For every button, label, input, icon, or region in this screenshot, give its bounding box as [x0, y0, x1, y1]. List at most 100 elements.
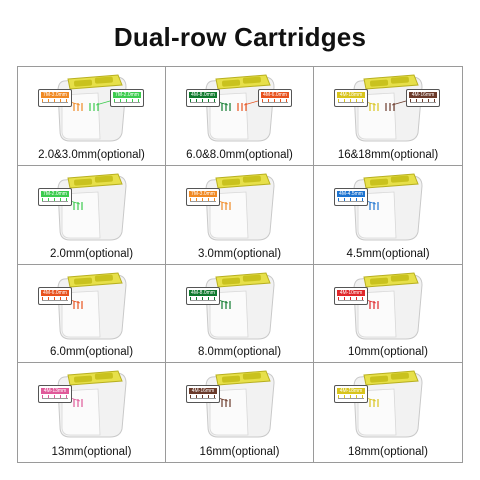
ruler-tick: [214, 395, 215, 399]
spec-tag-ruler: [410, 98, 436, 103]
spec-tag-label: 4M-16mm: [409, 92, 437, 98]
spec-tag-label: 4M-13mm: [41, 388, 69, 395]
ruler-tick: [196, 197, 197, 201]
ruler-tick: [48, 197, 49, 201]
cartridge-window-row: [222, 79, 241, 87]
spec-tag: 4M-18mm: [334, 385, 368, 404]
cartridge-cell: 2.0&3.0mm(optional) 7M-3.0mm 7M-2.0mm: [18, 67, 166, 166]
cartridge-window-row: [74, 375, 93, 383]
ruler-tick: [338, 99, 339, 102]
ruler-tick: [54, 197, 55, 201]
spec-tag-label: 4M-6.0mm: [41, 289, 69, 296]
spec-tag-ruler: [42, 197, 68, 202]
cartridge-cell: 4.5mm(optional)4M-4.5mm: [314, 166, 462, 265]
cartridge-window-row: [370, 178, 389, 186]
spec-tag-label: 4M-18mm: [337, 388, 365, 395]
cartridge-illustration: [349, 370, 423, 438]
ruler-tick: [202, 99, 203, 102]
ruler-tick: [410, 99, 411, 102]
spec-tag-ruler: [42, 296, 68, 301]
cartridge-illustration: [349, 173, 423, 241]
ruler-tick: [202, 296, 203, 300]
cartridge-cell: 6.0mm(optional)4M-6.0mm: [18, 264, 166, 364]
cartridge-window-row: [242, 274, 261, 282]
ruler-tick: [350, 395, 351, 399]
ruler-tick: [66, 99, 67, 102]
cartridge-window-row: [390, 76, 409, 84]
spec-tag-label: 4M-6.0mm: [261, 92, 289, 98]
ruler-tick: [60, 395, 61, 399]
cartridge-caption: 3.0mm(optional): [197, 247, 282, 260]
spec-tag-label: 4M-18mm: [337, 92, 365, 98]
ruler-tick: [66, 296, 67, 300]
ruler-tick: [54, 296, 55, 300]
ruler-tick: [60, 296, 61, 300]
ruler-tick: [268, 99, 269, 102]
ruler-tick: [350, 197, 351, 201]
ruler-tick: [344, 395, 345, 399]
ruler-tick: [338, 296, 339, 300]
cartridge-cell: 16mm(optional) 4M-16mm: [166, 363, 314, 462]
cartridge-cell: 2.0mm(optional)7M-2.0mm: [18, 165, 166, 265]
cartridge-illustration: [53, 271, 127, 339]
cartridge-illustration: [201, 74, 275, 142]
ruler-tick: [48, 296, 49, 300]
cartridge-illustration: [53, 173, 127, 241]
cartridge-window-row: [242, 175, 261, 183]
ruler-tick: [362, 197, 363, 201]
cartridge-caption: 16mm(optional): [199, 446, 280, 458]
cartridge-window-row: [390, 175, 409, 183]
spec-tag-ruler: [114, 98, 140, 103]
spec-tag-label: 7M-3.0mm: [41, 92, 69, 98]
page-title: Dual-row Cartridges: [113, 22, 367, 52]
ruler-tick: [338, 197, 339, 201]
ruler-tick: [356, 99, 357, 102]
spec-tag-label: 7M-2.0mm: [41, 190, 69, 197]
ruler-tick: [48, 395, 49, 399]
cartridge-caption: 13mm(optional): [51, 446, 132, 458]
ruler-tick: [114, 99, 115, 102]
ruler-tick: [196, 99, 197, 102]
ruler-tick: [132, 99, 133, 102]
spec-tag: 4M-8.0mm: [186, 89, 220, 107]
ruler-tick: [42, 395, 43, 399]
cartridge-caption: 10mm(optional): [348, 346, 428, 359]
spec-tag-ruler: [42, 98, 68, 103]
spec-tag-ruler: [190, 394, 216, 400]
ruler-tick: [202, 197, 203, 201]
ruler-tick: [362, 296, 363, 300]
cartridge-window-row: [242, 372, 261, 380]
ruler-tick: [356, 197, 357, 201]
spec-tag: 4M-18mm: [334, 89, 368, 107]
spec-tag-ruler: [190, 296, 216, 301]
ruler-tick: [42, 197, 43, 201]
spec-tag: 7M-3.0mm: [38, 89, 72, 107]
ruler-tick: [138, 99, 139, 102]
spec-tag: 4M-4.5mm: [334, 187, 368, 206]
ruler-tick: [286, 99, 287, 102]
ruler-tick: [434, 99, 435, 102]
spec-tag: 4M-6.0mm: [258, 89, 292, 107]
ruler-tick: [344, 99, 345, 102]
ruler-tick: [274, 99, 275, 102]
ruler-tick: [54, 395, 55, 399]
ruler-tick: [208, 296, 209, 300]
cartridge-window-row: [222, 277, 241, 285]
cartridge-window-row: [242, 76, 261, 84]
spec-tag: 4M-16mm: [186, 385, 220, 404]
ruler-tick: [344, 296, 345, 300]
cartridge-cell: 13mm(optional) 4M-13mm: [18, 363, 166, 462]
cartridge-window-row: [94, 76, 113, 84]
ruler-tick: [362, 395, 363, 399]
ruler-tick: [120, 99, 121, 102]
ruler-tick: [190, 99, 191, 102]
cartridge-caption: 2.0&3.0mm(optional): [38, 148, 145, 161]
cartridge-illustration: [53, 370, 127, 438]
cartridge-cell: 10mm(optional)4M-10mm: [314, 265, 462, 364]
spec-tag-ruler: [338, 296, 364, 301]
ruler-tick: [356, 296, 357, 300]
spec-tag-label: 7M-2.0mm: [113, 92, 141, 98]
ruler-tick: [190, 197, 191, 201]
